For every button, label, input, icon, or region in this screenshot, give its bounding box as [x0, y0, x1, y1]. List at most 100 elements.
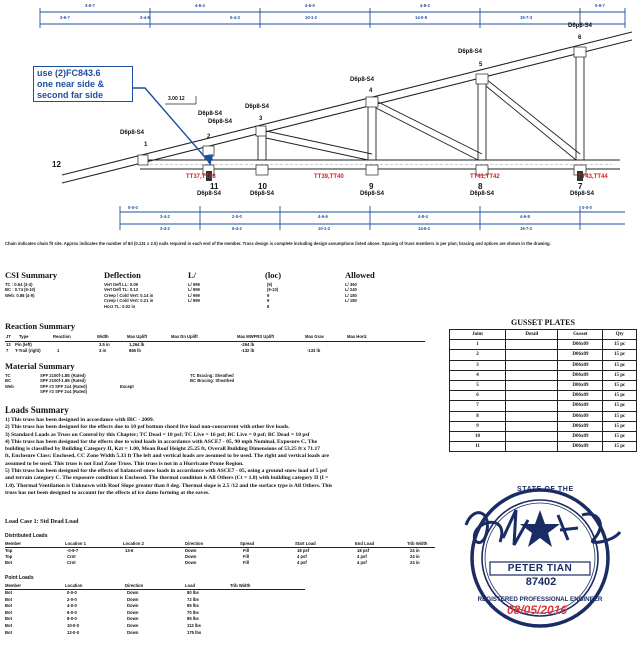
distributed-cell: Down [185, 548, 197, 553]
deflection-allowed-value: L/ 180 [345, 292, 357, 298]
material-title: Material Summary [5, 361, 75, 371]
reaction-cell: 3.5 in [99, 342, 110, 347]
distributed-header: End Load [355, 541, 375, 546]
deflection-label: Horz TL: 0.02 in [104, 303, 136, 309]
top-dim-3: 4-6-0 [305, 3, 315, 8]
gusset-joint: 5 [448, 379, 507, 392]
top-dim-right: 0-9-7 [595, 3, 605, 8]
design-notes: Chain indicates chain fit site. Approx i… [5, 241, 551, 246]
distributed-header-row: Member Location 1 Location 2 Direction S… [5, 541, 435, 548]
seal-bottom-text: REGISTERED PROFESSIONAL ENGINEER [477, 596, 603, 603]
gusset-joint: 8 [448, 410, 507, 422]
reaction-header: JT [6, 334, 11, 339]
reaction-row: 7 T-Trail (right) 1 3 in 866 lb -132 lb … [5, 348, 425, 354]
gusset-qty: 15 pc [602, 420, 637, 432]
point-load-cell: Down [127, 590, 139, 595]
deflection-header-loc: (loc) [265, 270, 282, 280]
deflection-label: Creep / Cold Vert: 0.21 in [104, 298, 154, 304]
loads-line: 5) This truss has been designed for the … [5, 468, 328, 475]
distributed-cell: Fill [243, 548, 250, 553]
deflection-loc: 9 [267, 292, 270, 298]
gusset-qty: 15 pc [602, 430, 637, 443]
gusset-plate: D06x09 [557, 379, 604, 392]
reaction-header: Type [19, 334, 29, 339]
point-loads-header: Member [5, 583, 22, 588]
gusset-joint: 9 [448, 420, 507, 432]
joint-number-6: 6 [578, 35, 582, 41]
gusset-joint: 7 [448, 400, 507, 412]
gusset-plate: D06x09 [557, 410, 604, 422]
loads-line: assumed to be used. This truss is not En… [5, 460, 244, 467]
deflection-loc: (9-10) [267, 287, 279, 293]
deflection-allowed-value: L/ 360 [345, 282, 357, 287]
deflection-title: Deflection [104, 270, 141, 280]
joint-label-b1: D6p8-S4 [197, 191, 222, 197]
point-load-cell: Bot [5, 616, 12, 622]
csi-title: CSI Summary [5, 270, 58, 280]
deflection-header-allowed: Allowed [345, 270, 375, 280]
material-member [5, 389, 14, 394]
gusset-detail [505, 379, 559, 392]
joint-label-1: D6p8-S4 [120, 130, 145, 136]
reaction-cell: 1,264 lb [129, 342, 145, 347]
gusset-plate: D06x09 [557, 400, 604, 412]
seal-star-icon [520, 510, 560, 547]
point-load-cell: Down [127, 616, 139, 622]
distributed-cell: 24 in [410, 560, 420, 565]
point-load-row: Bot 2-0-0 Down 72 lbs [5, 597, 305, 604]
gusset-qty: 15 pc [602, 441, 637, 453]
deflection-ratio: L/ 999 [188, 282, 200, 287]
point-load-cell: Down [127, 622, 139, 628]
point-load-cell: Down [127, 603, 139, 609]
material-bracing: TC Bracing: Sheathed BC Bracing: Sheathe… [190, 373, 234, 384]
material-spec: SPF 2100f-1.8E (Rated) [40, 378, 86, 384]
signature-icon [464, 509, 622, 546]
callout-leader [133, 87, 213, 166]
point-load-cell: 2-0-0 [67, 596, 77, 602]
point-load-cell: 0-0-0 [67, 590, 77, 595]
distributed-cell: 18 psf [357, 548, 370, 553]
deflection-loc: 9 [267, 298, 270, 304]
joint-label-b2: D6p8-S4 [250, 191, 275, 197]
distributed-cell: Top [5, 548, 13, 553]
gusset-header: Joint [448, 328, 507, 341]
reaction-header: Max Horiz [347, 334, 367, 339]
point-load-cell: 85 lbs [187, 616, 199, 622]
plate-callout: use (2)FC843.6 one near side & second fa… [33, 66, 133, 102]
top-dim-cum-4: 10-1-2 [305, 15, 318, 20]
distributed-cell: 4 psf [297, 560, 307, 565]
gusset-qty: 15 pc [602, 359, 637, 371]
reaction-cell: Pin (left) [15, 342, 32, 347]
distributed-header: Trib Width [407, 541, 428, 546]
loads-line: ft, Enclosure Class: Enclosed, CC Zone W… [5, 453, 330, 460]
point-loads-table: Member Location Direction Load Trib Widt… [5, 583, 305, 636]
red-label-4: TT43,TT44 [578, 174, 608, 180]
deflection-ratio: L/ 999 [188, 292, 200, 298]
gusset-detail [505, 410, 559, 422]
bottom-dim-3: 4-6-6 [318, 214, 328, 219]
joint-label-6: D6p8-S4 [568, 23, 593, 29]
joint-number-9: 9 [369, 182, 374, 191]
joint-label-3: D6p8-S4 [245, 104, 270, 110]
gusset-qty: 15 pc [602, 400, 637, 412]
point-load-cell: 85 lbs [187, 603, 199, 609]
distributed-header: Spread [240, 541, 255, 546]
gusset-joint: 11 [448, 441, 507, 453]
gusset-qty: 15 pc [602, 410, 637, 422]
material-web-note: Except [120, 384, 134, 389]
gusset-qty: 15 pc [602, 349, 637, 361]
reaction-header: Reaction [53, 334, 71, 339]
loads-line: 2) This truss has been designed for the … [5, 424, 290, 431]
point-load-cell: Bot [5, 629, 12, 635]
distributed-cell: Top [5, 554, 13, 559]
gusset-detail [505, 400, 559, 412]
point-load-cell: Down [127, 609, 139, 615]
distributed-header: Direction [185, 541, 204, 546]
bottom-dim-4: 4-8-4 [418, 214, 428, 219]
